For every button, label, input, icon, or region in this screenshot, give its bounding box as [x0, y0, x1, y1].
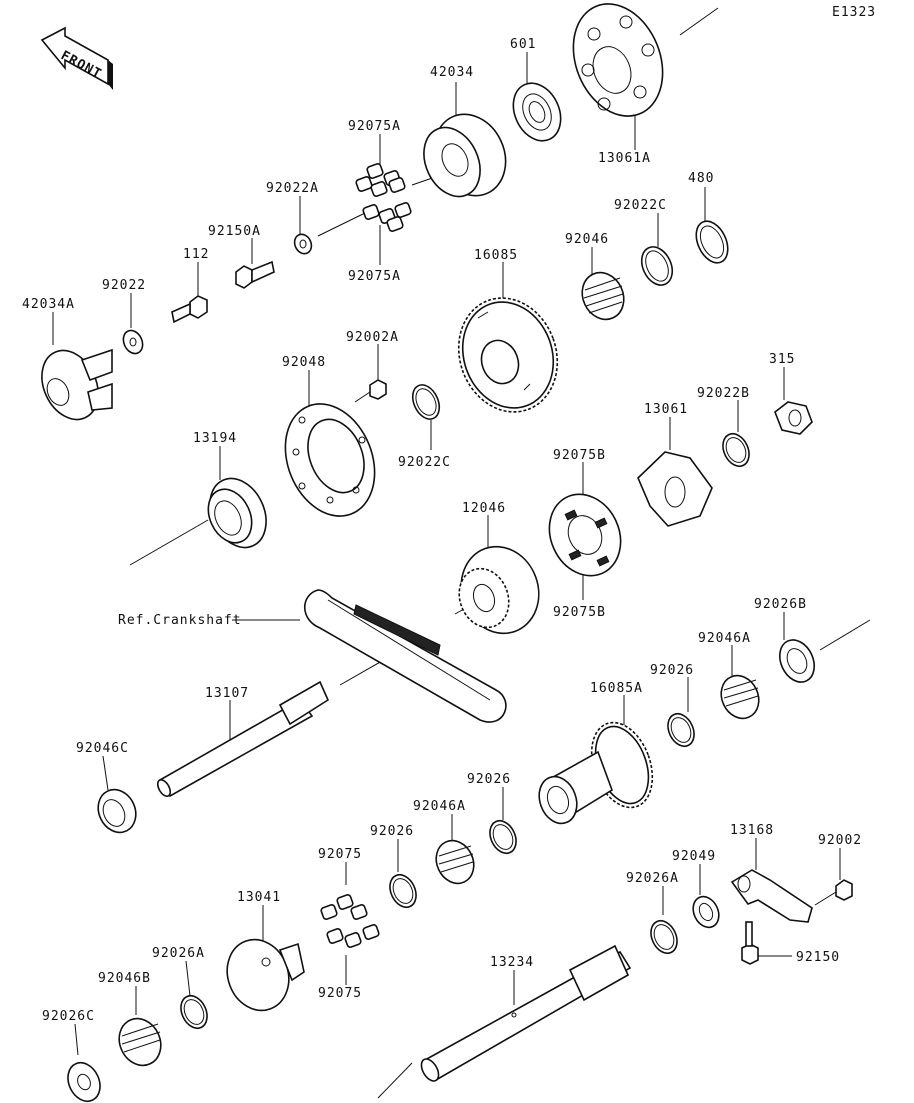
- part-92002A-bolt: [354, 379, 387, 403]
- label-92046A-mid[interactable]: 92046A: [413, 799, 466, 814]
- label-92022B[interactable]: 92022B: [697, 386, 750, 401]
- label-92075-top[interactable]: 92075: [318, 847, 362, 862]
- label-92026C[interactable]: 92026C: [42, 1009, 95, 1024]
- part-labels: 42034 601 13061A 92075A 92022A 92075A 92…: [22, 37, 862, 1024]
- part-92002-bolt: [814, 879, 853, 906]
- label-42034[interactable]: 42034: [430, 65, 474, 80]
- label-92026-mid[interactable]: 92026: [467, 772, 511, 787]
- label-12046[interactable]: 12046: [462, 501, 506, 516]
- label-92022[interactable]: 92022: [102, 278, 146, 293]
- label-92046A-top[interactable]: 92046A: [698, 631, 751, 646]
- part-112-bolt: [171, 295, 208, 324]
- part-92046-needle-bearing: [581, 271, 625, 321]
- part-480-circlip: [695, 220, 729, 264]
- part-13194-bearing: [207, 477, 267, 549]
- label-92026-top[interactable]: 92026: [650, 663, 694, 678]
- label-92075B-top[interactable]: 92075B: [553, 448, 606, 463]
- part-13041: [226, 938, 305, 1012]
- part-92026C-washer: [67, 1061, 101, 1103]
- label-92150[interactable]: 92150: [796, 950, 840, 965]
- label-16085[interactable]: 16085: [474, 248, 518, 263]
- part-92022A-washer: [293, 233, 313, 255]
- label-92150A[interactable]: 92150A: [208, 224, 261, 239]
- leader-lines: [52, 7, 871, 1099]
- label-92022C-mid[interactable]: 92022C: [398, 455, 451, 470]
- part-13061-hub: [637, 451, 713, 527]
- label-480[interactable]: 480: [688, 171, 714, 186]
- part-92026A-ring-right: [650, 919, 678, 955]
- label-92046C[interactable]: 92046C: [76, 741, 129, 756]
- label-13234[interactable]: 13234: [490, 955, 534, 970]
- part-42034A: [41, 348, 113, 421]
- part-92046C-bearing: [97, 788, 137, 834]
- part-16085A-gear-sleeve: [538, 721, 654, 825]
- label-92002A[interactable]: 92002A: [346, 330, 399, 345]
- part-drive-chain: [304, 589, 507, 723]
- label-92075A-bottom[interactable]: 92075A: [348, 269, 401, 284]
- part-92046B-bearing: [118, 1017, 162, 1067]
- label-92026B[interactable]: 92026B: [754, 597, 807, 612]
- label-92002[interactable]: 92002: [818, 833, 862, 848]
- label-13107[interactable]: 13107: [205, 686, 249, 701]
- label-92022C-top[interactable]: 92022C: [614, 198, 667, 213]
- front-arrow-icon: FRONT: [40, 26, 113, 90]
- label-13041[interactable]: 13041: [237, 890, 281, 905]
- label-13061A[interactable]: 13061A: [598, 151, 651, 166]
- part-92049-seal: [692, 895, 720, 929]
- part-92022-washer: [122, 329, 144, 355]
- label-13194[interactable]: 13194: [193, 431, 237, 446]
- label-92049[interactable]: 92049: [672, 849, 716, 864]
- part-92022C-ring-top: [640, 246, 674, 286]
- label-92022A[interactable]: 92022A: [266, 181, 319, 196]
- part-42034-housing: [423, 113, 507, 198]
- part-92026-ring-top: [667, 712, 695, 748]
- part-92075-dampers: [320, 894, 380, 948]
- part-92075A-dampers-top: [355, 163, 406, 197]
- part-12046-sprocket: [458, 545, 540, 635]
- label-ref-crankshaft[interactable]: Ref.Crankshaft: [118, 613, 242, 628]
- part-92150-bolt: [741, 921, 759, 965]
- label-601[interactable]: 601: [510, 37, 536, 52]
- part-92046A-needle-bearing-top: [720, 674, 760, 720]
- label-315[interactable]: 315: [769, 352, 795, 367]
- label-112[interactable]: 112: [183, 247, 209, 262]
- part-92026A-ring-left: [180, 994, 208, 1030]
- part-92022C-ring-mid: [411, 384, 441, 420]
- part-601-bearing: [512, 82, 562, 142]
- part-92046A-needle-bearing-mid: [435, 839, 475, 885]
- label-92046[interactable]: 92046: [565, 232, 609, 247]
- part-13061A-cover: [572, 3, 664, 117]
- label-16085A[interactable]: 16085A: [590, 681, 643, 696]
- label-92075-bottom[interactable]: 92075: [318, 986, 362, 1001]
- label-42034A[interactable]: 42034A: [22, 297, 75, 312]
- label-92026-low[interactable]: 92026: [370, 824, 414, 839]
- part-16085-gear: [457, 297, 559, 413]
- part-13234-shaft: [420, 944, 632, 1082]
- label-92075A-top[interactable]: 92075A: [348, 119, 401, 134]
- part-315-nut: [774, 401, 813, 435]
- part-92150A-bolt: [235, 260, 275, 289]
- part-92022B-ring: [722, 432, 750, 468]
- label-92026A-left[interactable]: 92026A: [152, 946, 205, 961]
- label-13061[interactable]: 13061: [644, 402, 688, 417]
- part-13168-lever: [730, 869, 813, 923]
- label-92026A-right[interactable]: 92026A: [626, 871, 679, 886]
- part-92026-ring-low: [389, 873, 417, 909]
- part-92026B-washer: [778, 639, 816, 683]
- label-92048[interactable]: 92048: [282, 355, 326, 370]
- label-13168[interactable]: 13168: [730, 823, 774, 838]
- part-92075A-dampers-bottom: [362, 202, 412, 232]
- label-92046B[interactable]: 92046B: [98, 971, 151, 986]
- part-13107-shaft: [156, 680, 330, 798]
- part-92048-plate: [284, 403, 376, 517]
- part-92026-ring-mid: [489, 819, 517, 855]
- label-92075B-bottom[interactable]: 92075B: [553, 605, 606, 620]
- part-92075B-damper-set: [548, 493, 622, 577]
- diagram-code: E1323: [832, 5, 876, 20]
